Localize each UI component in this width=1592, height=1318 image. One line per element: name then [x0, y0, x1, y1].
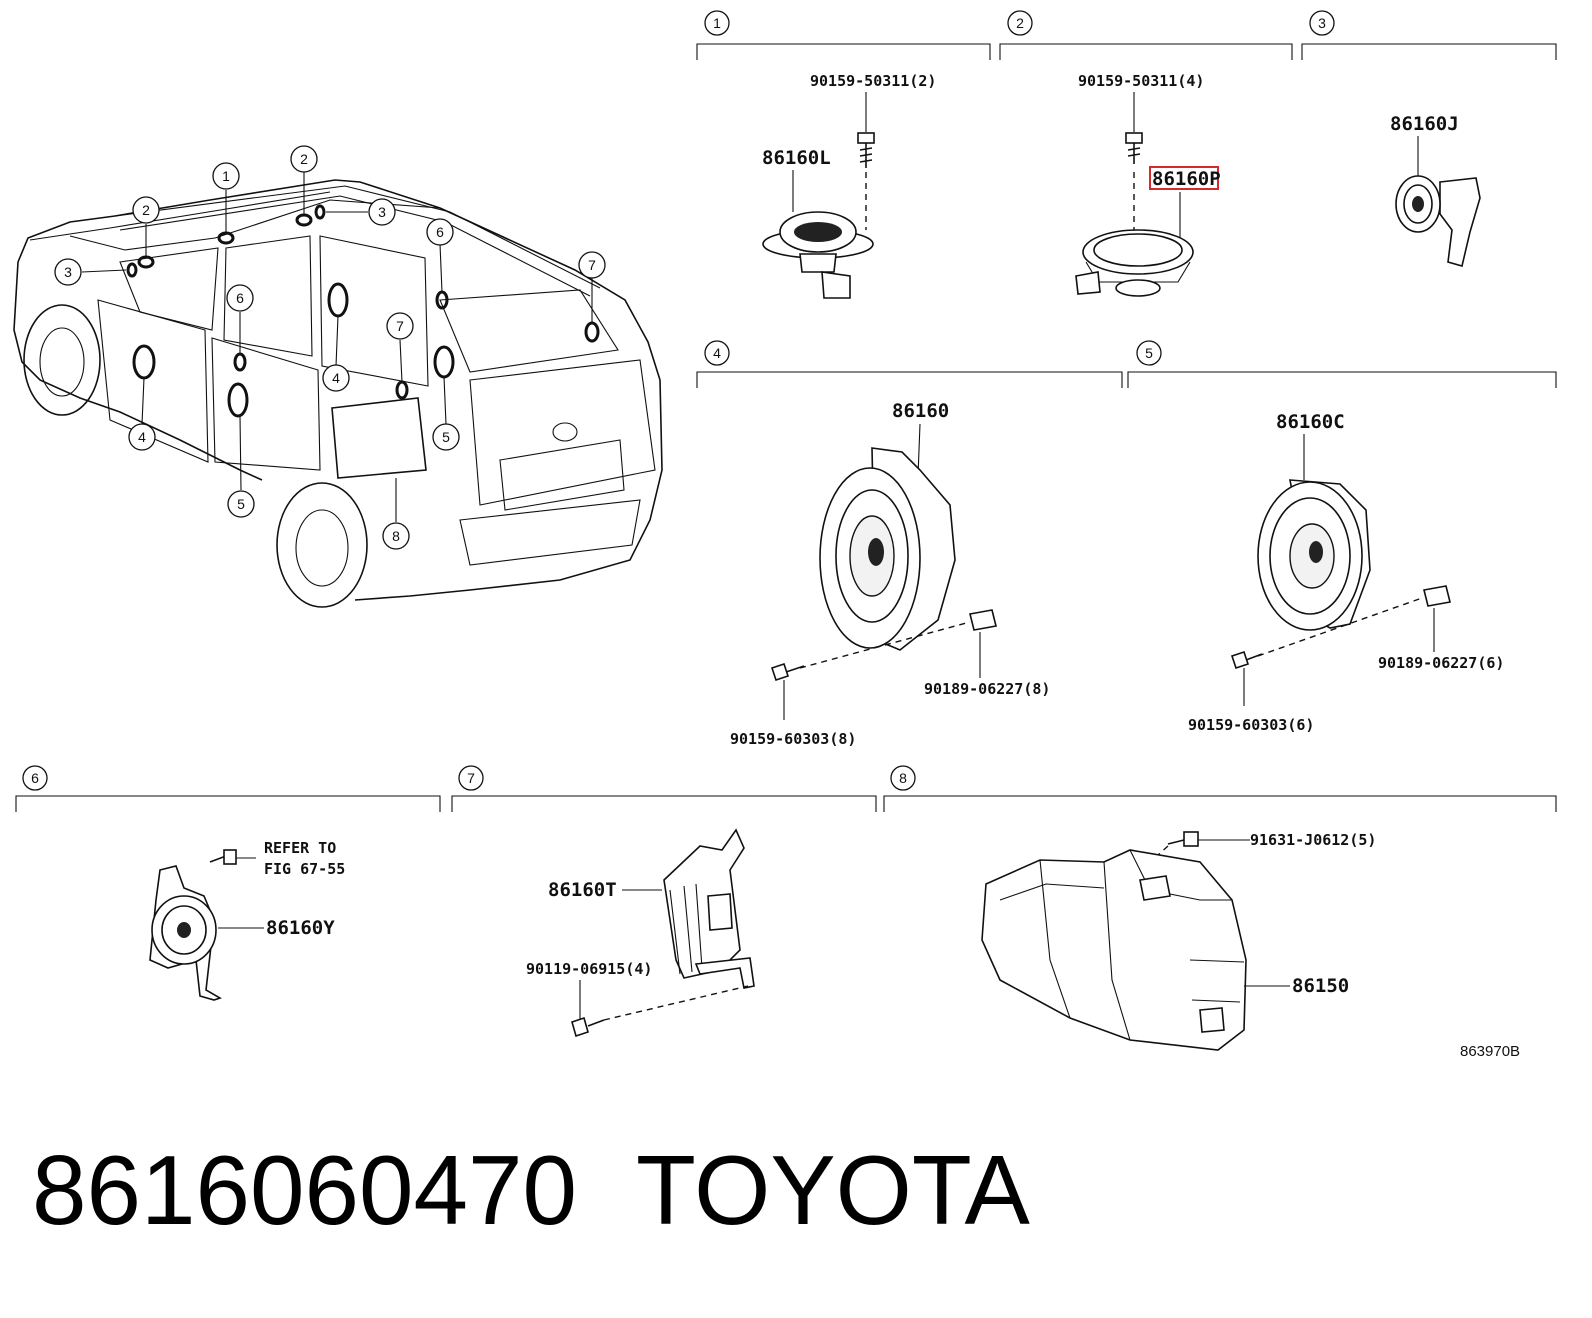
- footer-brand: TOYOTA: [636, 1135, 1031, 1245]
- part-label-90159-60303-6: 90159-60303(6): [1188, 716, 1314, 734]
- section-6-number: 6: [31, 770, 39, 786]
- section-5-number: 5: [1145, 345, 1153, 361]
- amplifier-icon: [981, 849, 1247, 1051]
- tweeter-speaker-icon: [762, 211, 874, 299]
- part-label-86160: 86160: [892, 400, 949, 422]
- bolt-icon: [1230, 650, 1263, 670]
- callout-number: 6: [436, 224, 444, 240]
- part-label-90159-50311-4: 90159-50311(4): [1078, 72, 1204, 90]
- callout-number: 7: [588, 257, 596, 273]
- section-4-number: 4: [713, 345, 721, 361]
- callout-number: 2: [300, 151, 308, 167]
- bolt-icon: [571, 1016, 605, 1038]
- section-4: 86160 90159-60303(8) 90189-06227(8): [730, 400, 1050, 748]
- section-1: 90159-50311(2) 86160L: [762, 72, 936, 299]
- part-label-86160P[interactable]: 86160P: [1152, 168, 1221, 190]
- door-speaker-icon: [819, 447, 956, 651]
- speaker-ring-icon: [1075, 229, 1194, 297]
- callout-number: 8: [392, 528, 400, 544]
- section-2-number: 2: [1016, 15, 1024, 31]
- part-label-86160Y: 86160Y: [266, 917, 335, 939]
- section-5: 86160C 90159-60303(6) 90189-06227(6): [1188, 411, 1504, 734]
- callout-number: 5: [442, 429, 450, 445]
- section-1-number: 1: [713, 15, 721, 31]
- part-label-90159-60303-8: 90159-60303(8): [730, 730, 856, 748]
- screw-icon: [1125, 132, 1143, 164]
- part-label-91631-J0612-5: 91631-J0612(5): [1250, 831, 1376, 849]
- clip-icon: [1423, 585, 1451, 607]
- callout-number: 5: [237, 496, 245, 512]
- part-label-90119-06915-4: 90119-06915(4): [526, 960, 652, 978]
- part-label-86160C: 86160C: [1276, 411, 1345, 433]
- section-7: 86160T 90119-06915(4): [526, 828, 755, 1038]
- refer-note-line2: FIG 67-55: [264, 860, 345, 878]
- part-label-86160L: 86160L: [762, 147, 831, 169]
- section-6: REFER TO FIG 67-55 86160Y: [149, 839, 345, 1001]
- callout-number: 2: [142, 202, 150, 218]
- callout-number: 1: [222, 168, 230, 184]
- section-8-number: 8: [899, 770, 907, 786]
- section-2: 90159-50311(4) 86160P: [1075, 72, 1221, 297]
- tweeter-bracket-icon: [149, 865, 222, 1001]
- section-7-number: 7: [467, 770, 475, 786]
- part-label-90189-06227-6: 90189-06227(6): [1378, 654, 1504, 672]
- module-bracket-icon: [663, 828, 755, 989]
- vehicle-illustration: [13, 172, 663, 608]
- section-brackets: [15, 43, 1557, 812]
- section-numbers: 1 2 3 4 5 6 7 8: [22, 10, 1335, 791]
- refer-note-line1: REFER TO: [264, 839, 336, 857]
- footer-part-number: 8616060470: [32, 1135, 577, 1245]
- diagram-code: 863970B: [1460, 1043, 1520, 1060]
- vehicle-callouts: 2 1 2 3 3 6 6 7 7 4 4 5 5 8: [54, 145, 606, 550]
- callout-number: 7: [396, 318, 404, 334]
- part-label-90189-06227-8: 90189-06227(8): [924, 680, 1050, 698]
- screw-icon: [209, 849, 237, 865]
- callout-number: 3: [64, 264, 72, 280]
- screw-icon: [857, 132, 875, 168]
- callout-number: 4: [332, 370, 340, 386]
- part-label-86160T: 86160T: [548, 879, 617, 901]
- part-label-90159-50311-2: 90159-50311(2): [810, 72, 936, 90]
- section-8: 91631-J0612(5) 86150: [981, 831, 1376, 1051]
- callout-number: 3: [378, 204, 386, 220]
- callout-number: 4: [138, 429, 146, 445]
- clip-icon: [969, 609, 997, 631]
- part-label-86150: 86150: [1292, 975, 1349, 997]
- bolt-icon: [770, 662, 805, 682]
- door-speaker-icon: [1257, 479, 1371, 631]
- section-3: 86160J: [1390, 113, 1481, 267]
- section-3-number: 3: [1318, 15, 1326, 31]
- callout-number: 6: [236, 290, 244, 306]
- tweeter-bracket-icon: [1395, 175, 1481, 267]
- highlight-box: [1149, 166, 1219, 190]
- part-label-86160J: 86160J: [1390, 113, 1459, 135]
- screw-icon: [1167, 831, 1199, 847]
